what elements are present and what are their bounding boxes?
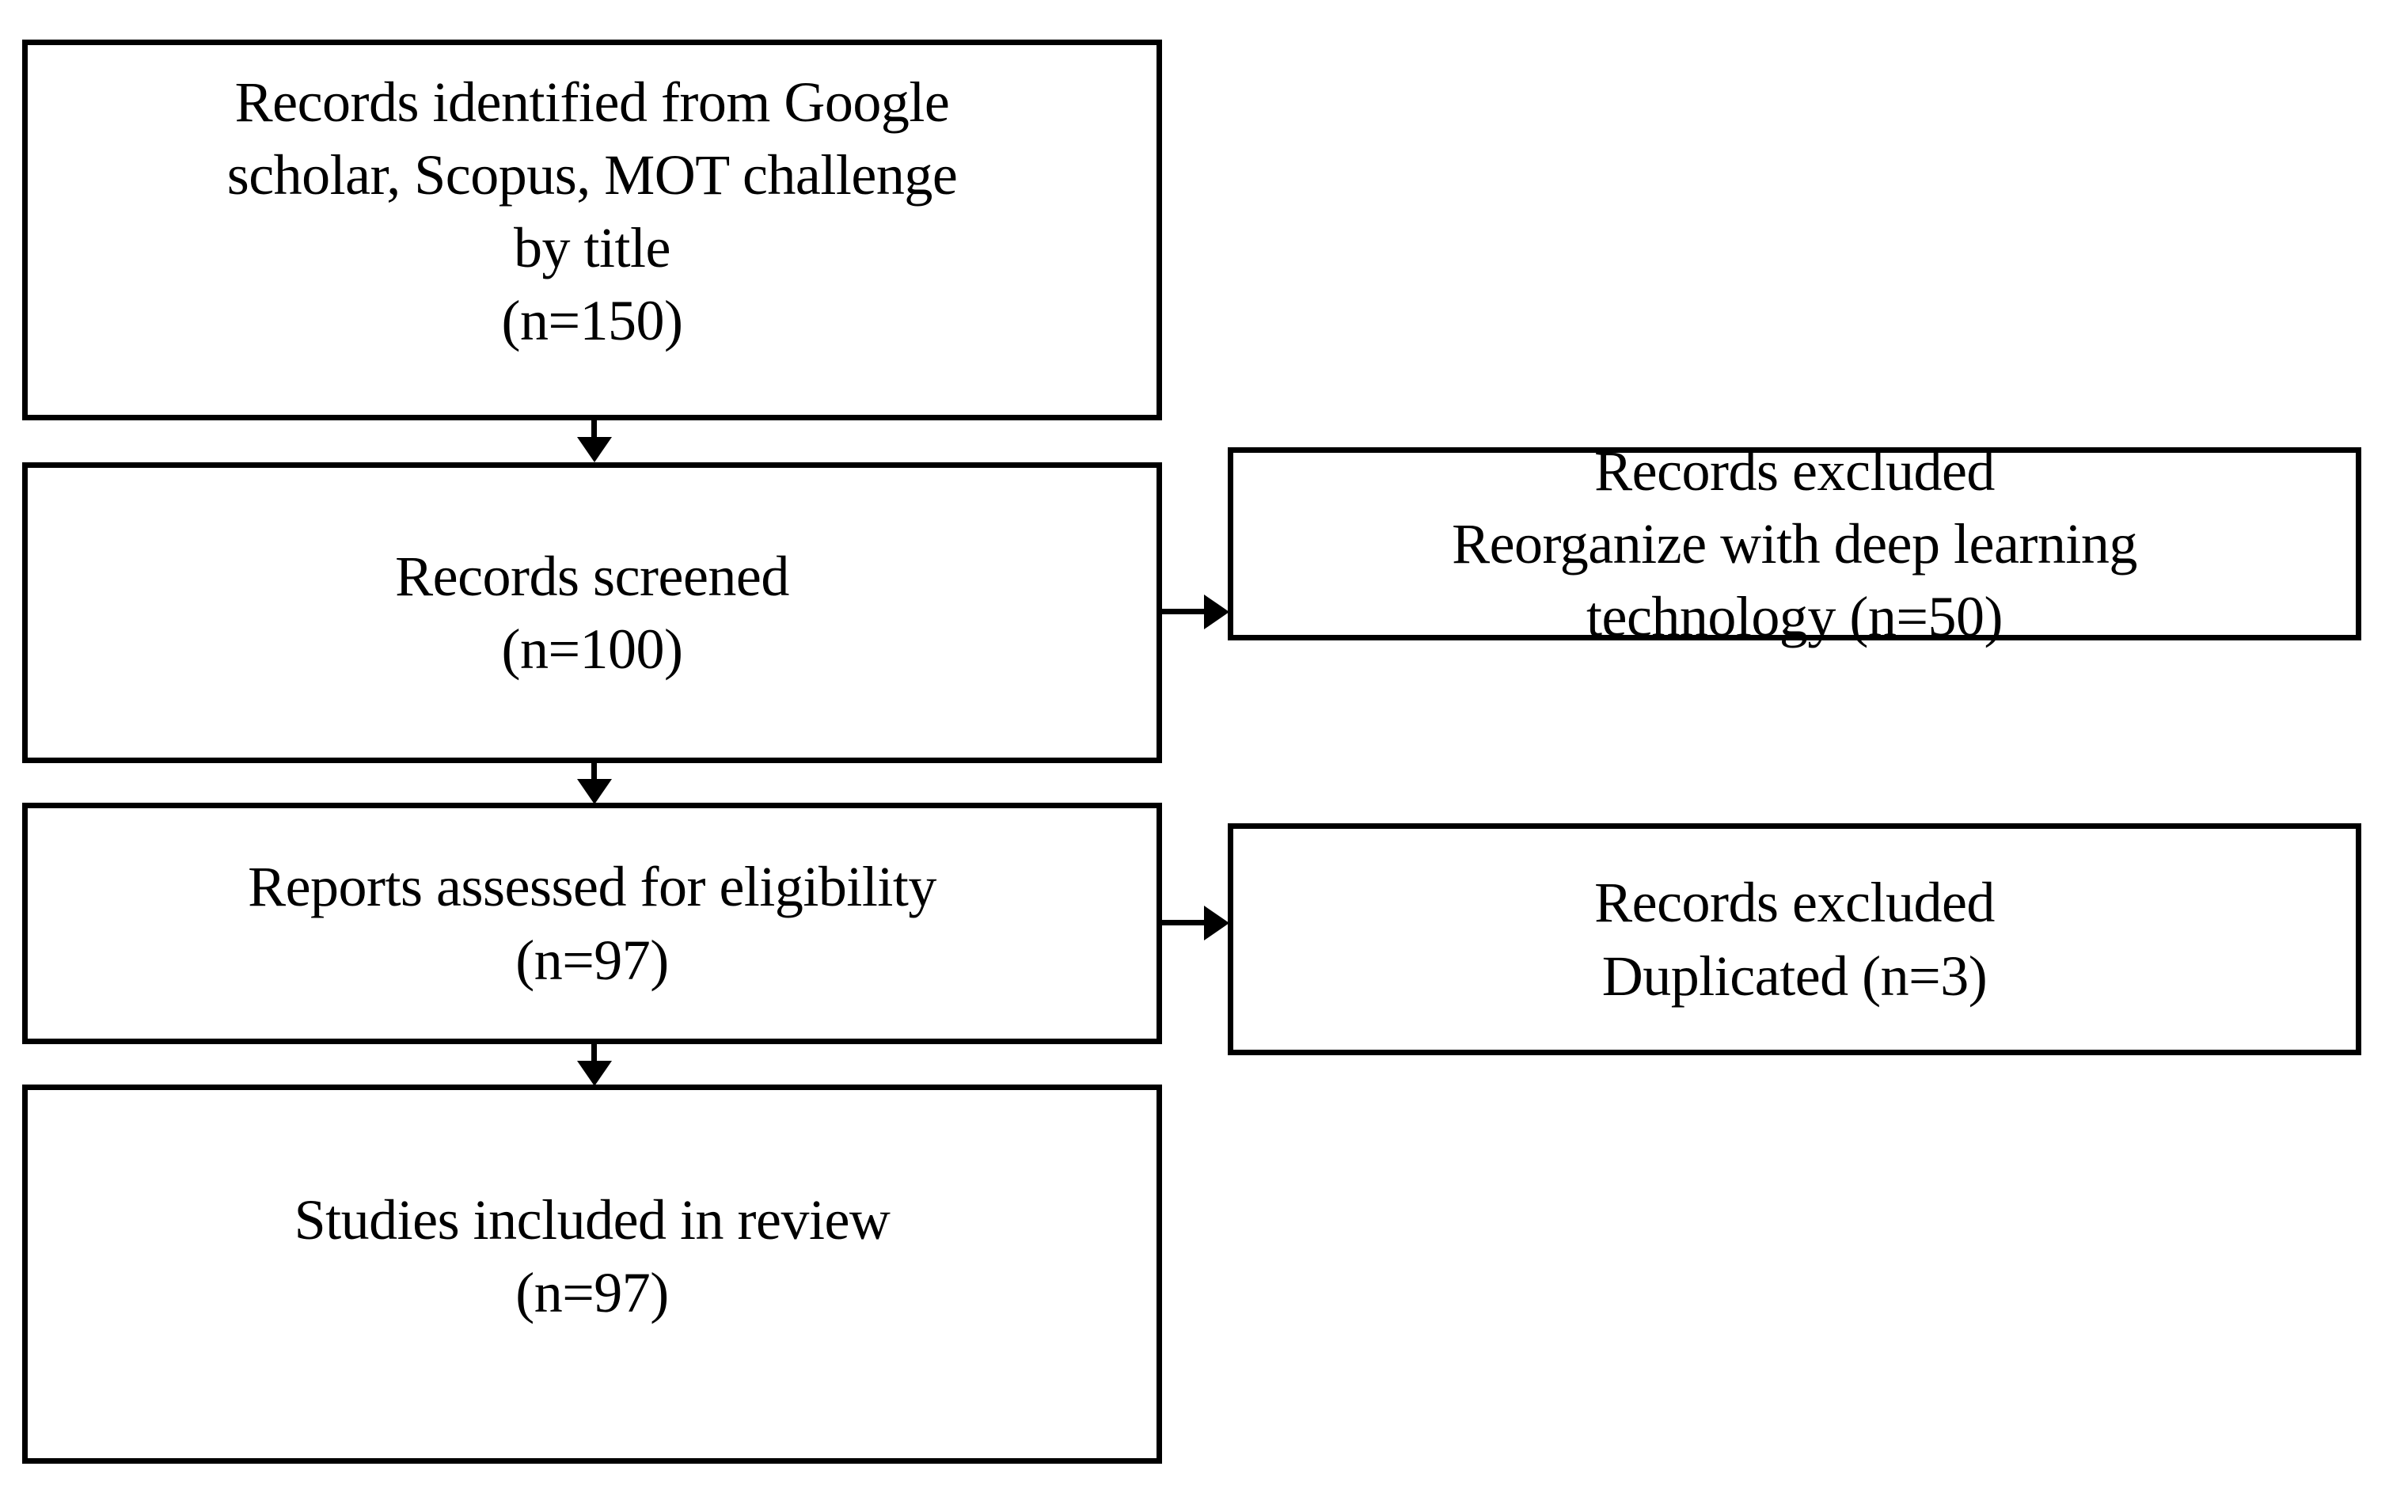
box-excluded-reorganize-line-1: Records excluded <box>1594 439 1995 503</box>
box-studies-included-in-review: Studies included in review (n=97) <box>22 1085 1162 1464</box>
arrow-head-right-icon <box>1204 906 1229 940</box>
arrow-head-down-icon <box>577 779 612 804</box>
arrow-head-right-icon <box>1204 595 1229 629</box>
connector-line-down <box>591 763 597 787</box>
box-studies-included-line-1: Studies included in review <box>294 1188 891 1252</box>
box-reports-assessed-for-eligibility: Reports assessed for eligibility (n=97) <box>22 803 1162 1044</box>
box-records-excluded-reorganize: Records excluded Reorganize with deep le… <box>1228 439 2361 648</box>
box-studies-included-count: (n=97) <box>515 1261 669 1325</box>
connector-line-right <box>1162 920 1208 925</box>
box-excluded-reorganize-count: technology (n=50) <box>1586 585 2003 649</box>
box-reports-assessed-line-1: Reports assessed for eligibility <box>248 855 936 919</box>
box-records-screened: Records screened (n=100) <box>22 462 1162 763</box>
box-excluded-duplicated-count: Duplicated (n=3) <box>1601 944 1988 1008</box>
connector-line-right <box>1162 609 1208 614</box>
box-excluded-duplicated-line-1: Records excluded <box>1594 871 1995 935</box>
box-excluded-reorganize-line-2: Reorganize with deep learning <box>1452 511 2137 576</box>
box-reports-assessed-count: (n=97) <box>515 928 669 992</box>
connector-line-down <box>591 420 597 448</box>
box-records-identified-line-2: scholar, Scopus, MOT challenge <box>226 143 958 207</box>
box-records-identified-count: (n=150) <box>501 289 683 353</box>
connector-line-down <box>591 1044 597 1070</box>
box-records-identified-line-1: Records identified from Google <box>234 70 950 134</box>
box-records-excluded-duplicated: Records excluded Duplicated (n=3) <box>1228 823 2361 1055</box>
box-records-identified-line-3: by title <box>514 216 670 280</box>
box-records-screened-count: (n=100) <box>501 617 683 681</box>
box-records-screened-line-1: Records screened <box>395 544 789 608</box>
arrow-head-down-icon <box>577 1061 612 1086</box>
arrow-head-down-icon <box>577 437 612 462</box>
box-records-identified: Records identified from Google scholar, … <box>22 40 1162 420</box>
